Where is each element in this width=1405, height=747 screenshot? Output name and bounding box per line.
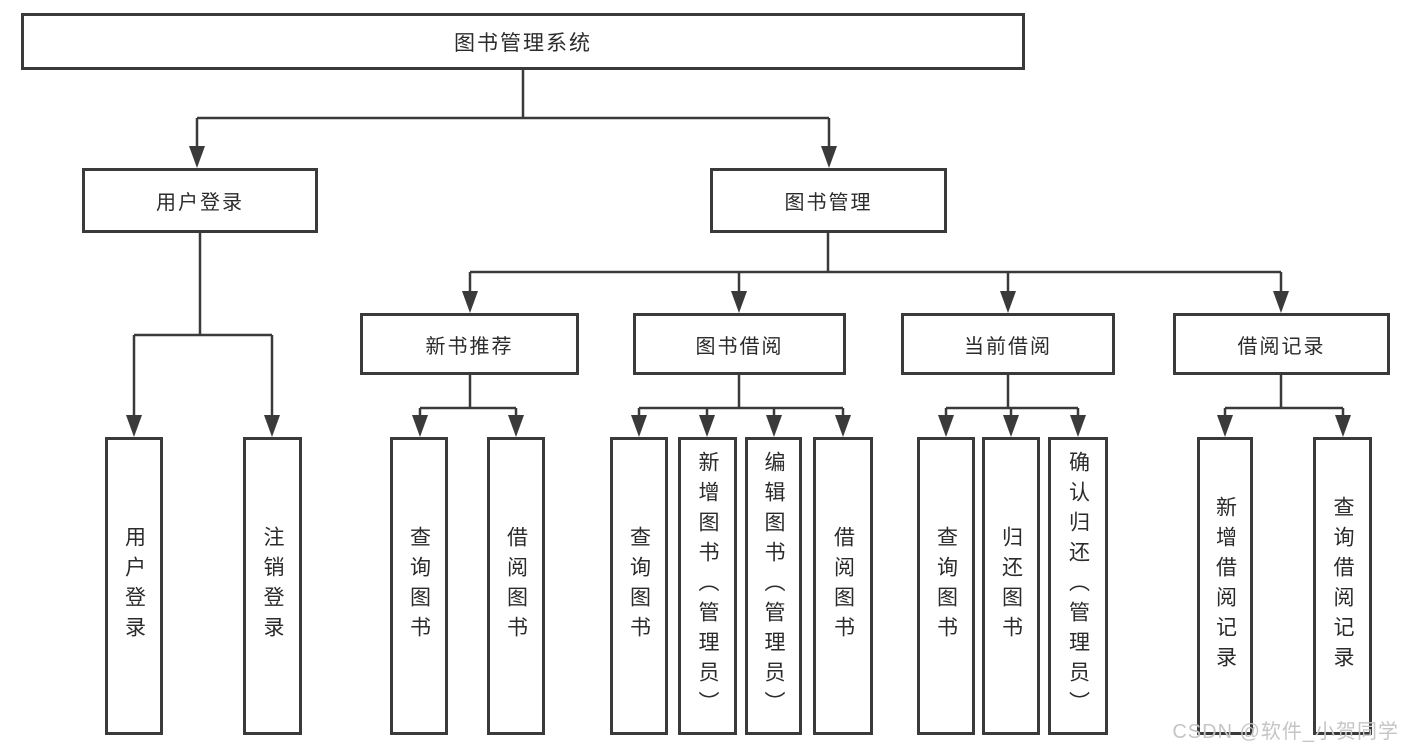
node-library-system-label: 图书管理系统: [454, 31, 592, 55]
node-current-borrow-label: 当前借阅: [964, 335, 1052, 358]
node-borrow-records-label: 借阅记录: [1237, 335, 1326, 358]
node-current-borrow: 当前借阅: [901, 313, 1115, 375]
arrowheads: [126, 146, 1351, 437]
leaf-logout: 注销登录: [243, 437, 302, 735]
leaf-borrow-books: 借阅图书: [813, 437, 873, 735]
leaf-recommend-query-books-label: 查询图书: [407, 526, 431, 646]
node-book-management-label: 图书管理: [784, 192, 873, 214]
leaf-edit-books-admin: 编辑图书（管理员）: [745, 437, 802, 735]
node-book-borrow-label: 图书借阅: [695, 335, 784, 358]
node-user-login-branch-label: 用户登录: [156, 192, 244, 214]
csdn-watermark: CSDN @软件_小贺同学: [1172, 721, 1399, 743]
leaf-recommend-borrow-books: 借阅图书: [487, 437, 545, 735]
node-borrow-records: 借阅记录: [1173, 313, 1390, 375]
leaf-current-query-books: 查询图书: [917, 437, 975, 735]
leaf-return-books-label: 归还图书: [999, 526, 1023, 646]
leaf-confirm-return-admin: 确认归还（管理员）: [1048, 437, 1108, 735]
leaf-edit-books-admin-label: 编辑图书（管理员）: [762, 451, 785, 721]
leaf-return-books: 归还图书: [982, 437, 1040, 735]
leaf-recommend-query-books: 查询图书: [390, 437, 448, 735]
leaf-add-borrow-record: 新增借阅记录: [1197, 437, 1253, 735]
connector-paths: [132, 70, 1345, 419]
leaf-recommend-borrow-books-label: 借阅图书: [504, 526, 528, 646]
node-new-book-recommend: 新书推荐: [360, 313, 579, 375]
leaf-borrow-books-label: 借阅图书: [831, 526, 855, 646]
leaf-borrow-query-books-label: 查询图书: [627, 526, 651, 646]
node-user-login-branch: 用户登录: [82, 168, 318, 233]
leaf-add-books-admin-label: 新增图书（管理员）: [696, 451, 719, 721]
node-book-borrow: 图书借阅: [633, 313, 846, 375]
node-book-management: 图书管理: [710, 168, 947, 233]
leaf-borrow-query-books: 查询图书: [610, 437, 668, 735]
node-library-system: 图书管理系统: [21, 13, 1025, 70]
leaf-user-login-label: 用户登录: [122, 526, 146, 646]
leaf-logout-label: 注销登录: [261, 526, 284, 646]
leaf-add-books-admin: 新增图书（管理员）: [678, 437, 737, 735]
node-new-book-recommend-label: 新书推荐: [425, 335, 514, 358]
leaf-confirm-return-admin-label: 确认归还（管理员）: [1066, 451, 1090, 721]
leaf-query-borrow-record-label: 查询借阅记录: [1331, 496, 1354, 676]
leaf-add-borrow-record-label: 新增借阅记录: [1213, 496, 1237, 676]
leaf-query-borrow-record: 查询借阅记录: [1313, 437, 1372, 735]
leaf-current-query-books-label: 查询图书: [934, 526, 958, 646]
leaf-user-login: 用户登录: [105, 437, 163, 735]
